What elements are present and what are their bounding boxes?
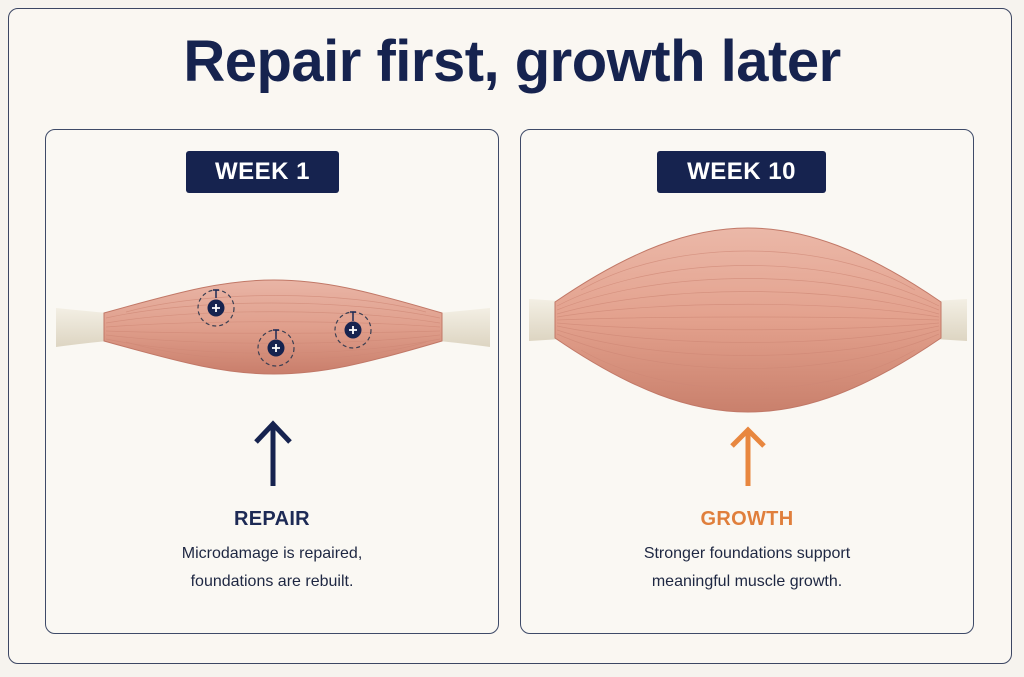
up-arrow-icon [254, 420, 292, 486]
right-tendon [438, 308, 490, 347]
muscle-week-1-illustration [56, 279, 490, 375]
panel-week-1: WEEK 1 [45, 129, 499, 634]
description-line: foundations are rebuilt. [190, 573, 354, 590]
repair-description: Microdamage is repaired, foundations are… [46, 540, 498, 596]
muscle-week-10-illustration [529, 227, 967, 413]
right-tendon [935, 299, 967, 341]
growth-label: GROWTH [700, 508, 794, 530]
panel-week-10: WEEK 10 [520, 129, 974, 634]
description-line: Microdamage is repaired, [181, 545, 363, 562]
up-arrow-icon [730, 426, 766, 486]
left-tendon [56, 308, 108, 347]
week-badge: WEEK 1 [186, 151, 339, 193]
repair-site-icon [334, 311, 372, 349]
left-tendon [529, 299, 561, 341]
page-title: Repair first, growth later [183, 29, 841, 94]
repair-label: REPAIR [234, 508, 310, 530]
repair-site-icon [197, 289, 235, 327]
muscle-belly [554, 227, 942, 413]
repair-site-icon [257, 329, 295, 367]
growth-description: Stronger foundations support meaningful … [521, 540, 973, 596]
description-line: Stronger foundations support [643, 545, 851, 562]
week-badge: WEEK 10 [657, 151, 826, 193]
description-line: meaningful muscle growth. [651, 573, 843, 590]
